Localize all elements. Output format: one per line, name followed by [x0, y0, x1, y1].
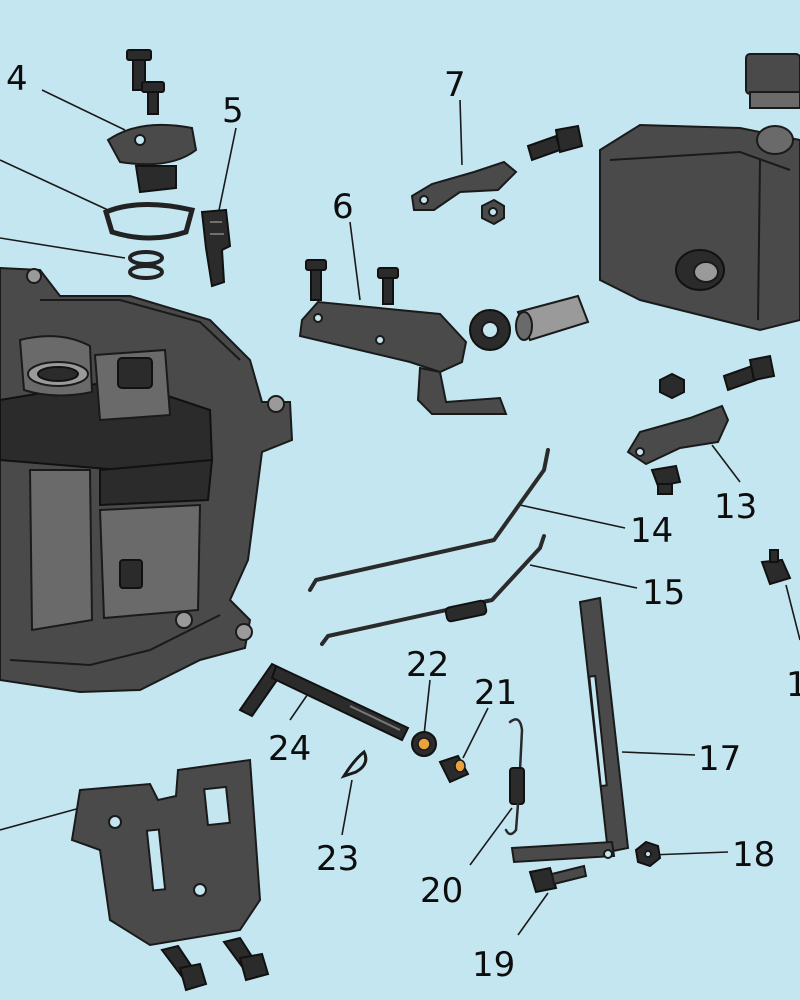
part-14-rod	[308, 448, 550, 592]
part-7-strap	[410, 124, 584, 226]
leader-16	[785, 584, 800, 641]
callout-13: 13	[714, 487, 757, 527]
fuel-grommet-and-tube	[469, 294, 590, 351]
callout-6: 6	[332, 187, 354, 227]
leader-unlabeled-oring	[0, 237, 126, 259]
part-13-strap	[626, 354, 776, 495]
leader-4	[41, 89, 126, 131]
leader-unlabeled-gasket	[0, 159, 109, 211]
part-4-cover	[106, 49, 198, 194]
part-21-bushing	[438, 754, 470, 784]
fuel-tank	[599, 53, 800, 332]
leader-20	[469, 807, 513, 866]
gasket-and-orings	[102, 202, 196, 280]
part-23-pin	[340, 749, 368, 779]
callout-16: 1	[786, 665, 800, 705]
leader-6	[349, 221, 361, 301]
leader-17	[621, 751, 696, 756]
leader-14	[519, 504, 626, 529]
part-5-clip	[200, 208, 232, 288]
callout-labels: 4 5 6 7 13 14 15 1 17 18 19 20 21 22 23 …	[6, 59, 800, 985]
part-22-washer	[411, 731, 437, 757]
part-20-spring	[504, 718, 525, 836]
callout-5: 5	[222, 91, 244, 131]
leader-5	[217, 127, 237, 216]
part-16-fitting	[760, 549, 792, 586]
callout-14: 14	[630, 511, 673, 551]
leader-13	[711, 444, 741, 483]
callout-22: 22	[406, 645, 449, 685]
engine-crankcase	[0, 266, 294, 694]
leader-18	[649, 851, 729, 856]
callout-24: 24	[268, 729, 311, 769]
part-19-bolt	[528, 864, 588, 894]
callout-18: 18	[732, 835, 775, 875]
part-6-bracket	[298, 259, 508, 415]
leader-7	[459, 99, 463, 166]
leader-19	[517, 892, 549, 936]
part-24-rod	[238, 662, 410, 742]
part-15-rod	[320, 534, 546, 646]
leader-lines	[0, 89, 800, 936]
part-17-lever	[510, 596, 630, 864]
leader-21	[462, 707, 489, 759]
callout-17: 17	[698, 739, 741, 779]
mounting-plate	[70, 758, 270, 992]
callout-21: 21	[474, 673, 517, 713]
leader-15	[529, 564, 638, 589]
callout-4: 4	[6, 59, 28, 99]
callout-15: 15	[642, 573, 685, 613]
callout-19: 19	[472, 945, 515, 985]
callout-20: 20	[420, 871, 463, 911]
part-18-nut	[634, 840, 662, 868]
callout-7: 7	[444, 65, 466, 105]
callout-23: 23	[316, 839, 359, 879]
leader-22	[423, 679, 431, 736]
leader-23	[341, 779, 353, 836]
leader-unlabeled-plate	[0, 807, 81, 831]
